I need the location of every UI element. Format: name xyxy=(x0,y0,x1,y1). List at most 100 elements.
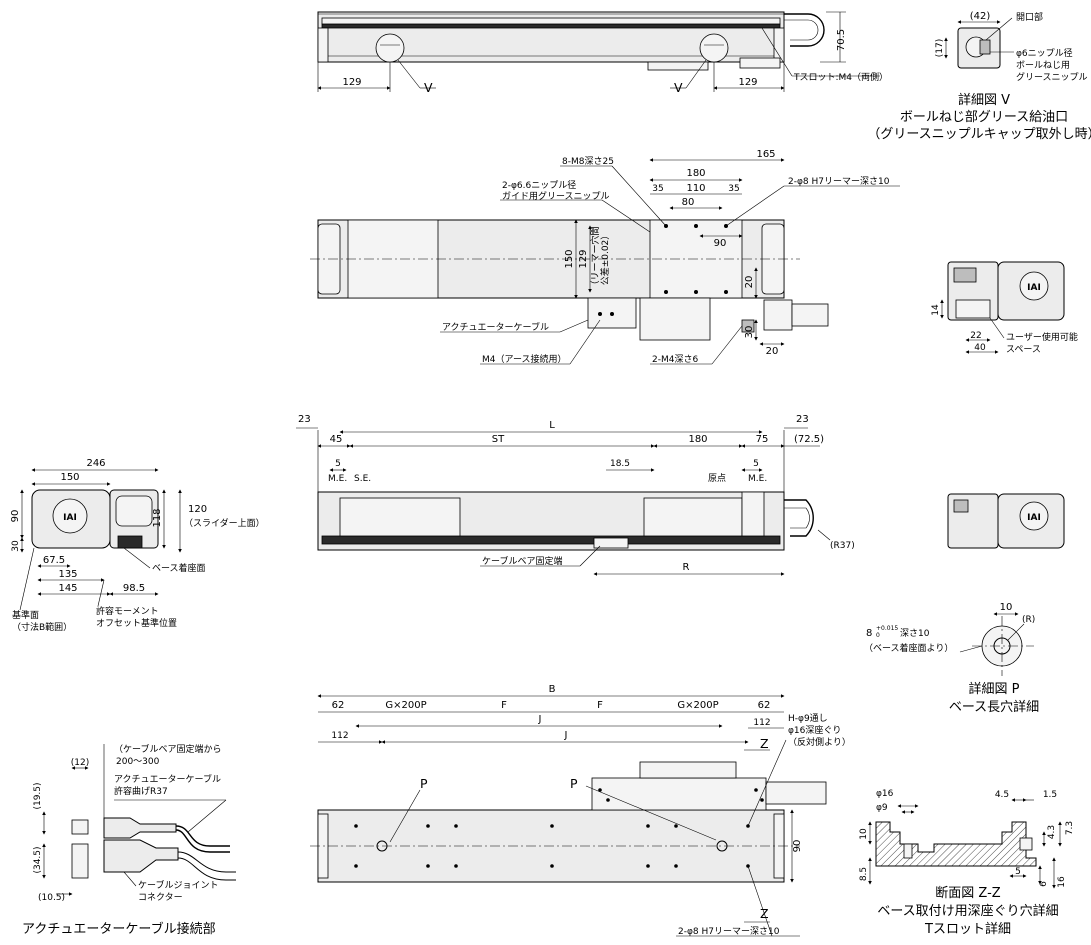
depth-8: 8 xyxy=(866,628,872,639)
plan-dim-35-right: 35 xyxy=(728,184,739,194)
side-dim-22: 22 xyxy=(970,331,981,341)
cable-note-6: コネクター xyxy=(138,892,183,903)
zz-title-1: 断面図 Z-Z xyxy=(935,886,1001,901)
top-dim-129-right: 129 xyxy=(738,77,757,88)
base-dim-F-right: F xyxy=(597,700,603,711)
m8-note: 8-M8深さ25 xyxy=(562,156,614,167)
side-dim-40: 40 xyxy=(974,343,986,353)
cable-dim-19-5: (19.5) xyxy=(33,782,43,809)
front-dim-5-right: 5 xyxy=(753,459,759,469)
end-dim-118: 118 xyxy=(152,508,163,527)
front-dim-R37: (R37) xyxy=(830,541,855,551)
t-slot-note: Tスロット:M4（両側） xyxy=(793,71,888,83)
me-right: M.E. xyxy=(748,474,767,484)
end-dim-98-5: 98.5 xyxy=(123,583,145,594)
base-dim-62-left: 62 xyxy=(332,700,345,711)
through-2: φ16深座ぐり xyxy=(788,724,841,736)
detail-v-title-1: 詳細図 V xyxy=(958,92,1010,108)
front-dim-R: R xyxy=(683,562,690,573)
front-dim-23-right: 23 xyxy=(796,414,809,425)
cable-note: アクチュエーターケーブル xyxy=(442,321,549,333)
cable-note-2: 200〜300 xyxy=(116,757,160,767)
zz-dim-8-5: 8.5 xyxy=(859,867,869,881)
front-dim-L: L xyxy=(549,420,555,431)
cable-end-note: ケーブルベア固定端 xyxy=(482,555,562,567)
base-holes xyxy=(354,788,764,868)
zz-dim-6: 6 xyxy=(1039,881,1049,887)
plan-dim-20-v: 20 xyxy=(744,276,755,289)
base-dim-62-right: 62 xyxy=(758,700,771,711)
depth-tol-plus: +0.015 xyxy=(876,625,898,632)
ref-face-2: （寸法B範囲） xyxy=(12,621,72,633)
zz-dim-phi16: φ16 xyxy=(876,789,894,799)
zz-dim-1-5: 1.5 xyxy=(1043,790,1057,800)
logo-left: IAI xyxy=(63,513,77,523)
logo-right-lower: IAI xyxy=(1027,513,1041,523)
plan-dim-80: 80 xyxy=(682,197,695,208)
slider-holes xyxy=(598,224,728,316)
front-dim-23-left: 23 xyxy=(298,414,311,425)
detail-p: 10 (R) 8 +0.015 0 深さ10 （ベース着座面より） 詳細図 P … xyxy=(864,602,1039,715)
plan-dim-180: 180 xyxy=(686,168,705,179)
through-3: （反対側より） xyxy=(788,736,851,748)
nipple-line-2: ボールねじ用 xyxy=(1016,60,1070,71)
front-dim-5-left: 5 xyxy=(335,459,341,469)
base-dim-F-left: F xyxy=(501,700,507,711)
plan-dim-150: 150 xyxy=(564,249,575,268)
zz-dim-5: 5 xyxy=(1015,867,1021,877)
opening-label: 開口部 xyxy=(1016,11,1043,23)
space-line-2: スペース xyxy=(1006,345,1041,355)
detail-p-title-1: 詳細図 P xyxy=(969,681,1020,697)
v-label-right: V xyxy=(674,80,683,95)
front-dim-75: 75 xyxy=(756,434,769,445)
cable-dim-12: (12) xyxy=(71,758,89,768)
zz-dim-10: 10 xyxy=(859,828,869,840)
z-label-top: Z xyxy=(760,736,769,751)
end-dim-120: 120 xyxy=(188,504,207,515)
base-dim-112-right: 112 xyxy=(753,718,770,728)
cable-detail-title: アクチュエーターケーブル接続部 xyxy=(22,921,216,937)
moment-2: オフセット基準位置 xyxy=(96,617,177,629)
side-right-lower: IAI xyxy=(947,493,1065,549)
detail-p-dim-R: (R) xyxy=(1022,615,1035,625)
base-dim-112-left: 112 xyxy=(331,731,348,741)
zz-title-3: Tスロット詳細 xyxy=(924,921,1011,937)
base-reamer-note: 2-φ8 H7リーマー深さ10 xyxy=(678,926,780,937)
detail-v-dim-17: (17) xyxy=(935,39,945,57)
end-dim-67-5: 67.5 xyxy=(43,555,65,566)
front-dim-72-5: (72.5) xyxy=(794,434,824,445)
depth-10: 深さ10 xyxy=(900,628,930,639)
section-zz: φ16 φ9 10 8.5 4.5 1.5 4.3 7.3 5 16 6 断面図… xyxy=(859,789,1075,937)
logo-right: IAI xyxy=(1027,283,1041,293)
front-dim-45: 45 xyxy=(330,434,343,445)
top-view: 70.5 129 129 V V Tスロット:M4（両側） xyxy=(317,11,888,95)
zz-dim-phi9: φ9 xyxy=(876,803,888,813)
reamer-tol-2: 公差±0.02） xyxy=(599,231,611,286)
p-label-right: P xyxy=(570,776,578,791)
guide-nipple-1: 2-φ6.6ニップル径 xyxy=(502,179,576,191)
cable-dim-10-5: (10.5) xyxy=(38,893,65,903)
space-line-1: ユーザー使用可能 xyxy=(1006,331,1078,343)
side-dim-14: 14 xyxy=(931,304,941,316)
plan-dim-129: 129 xyxy=(578,249,589,268)
plan-dim-30: 30 xyxy=(744,326,755,339)
ref-face-1: 基準面 xyxy=(12,609,39,621)
origin-label: 原点 xyxy=(708,473,726,484)
v-label-left: V xyxy=(424,80,433,95)
zz-dim-7-3: 7.3 xyxy=(1065,821,1075,835)
plan-view: 165 180 35 110 35 80 90 150 129 （リーマー穴間 … xyxy=(310,149,900,365)
end-dim-135: 135 xyxy=(58,569,77,580)
base-view: B 62 G×200P F F G×200P 62 J 112 112 J 90… xyxy=(310,684,851,937)
nipple-line-1: φ6ニップル径 xyxy=(1016,47,1073,59)
zz-dim-16: 16 xyxy=(1057,876,1067,888)
front-dim-180: 180 xyxy=(688,434,707,445)
reamer-note: 2-φ8 H7リーマー深さ10 xyxy=(788,176,890,187)
base-face-note: ベース着座面 xyxy=(152,562,206,574)
moment-1: 許容モーメント xyxy=(96,605,159,617)
front-view: 23 L 23 45 ST 180 75 (72.5) 5 M.E. S.E. … xyxy=(296,414,855,576)
detail-v-dim-42: (42) xyxy=(970,11,991,22)
cable-note-1: （ケーブルベア固定端から xyxy=(114,743,221,755)
end-dim-150: 150 xyxy=(60,472,79,483)
front-dim-18-5: 18.5 xyxy=(610,459,630,469)
